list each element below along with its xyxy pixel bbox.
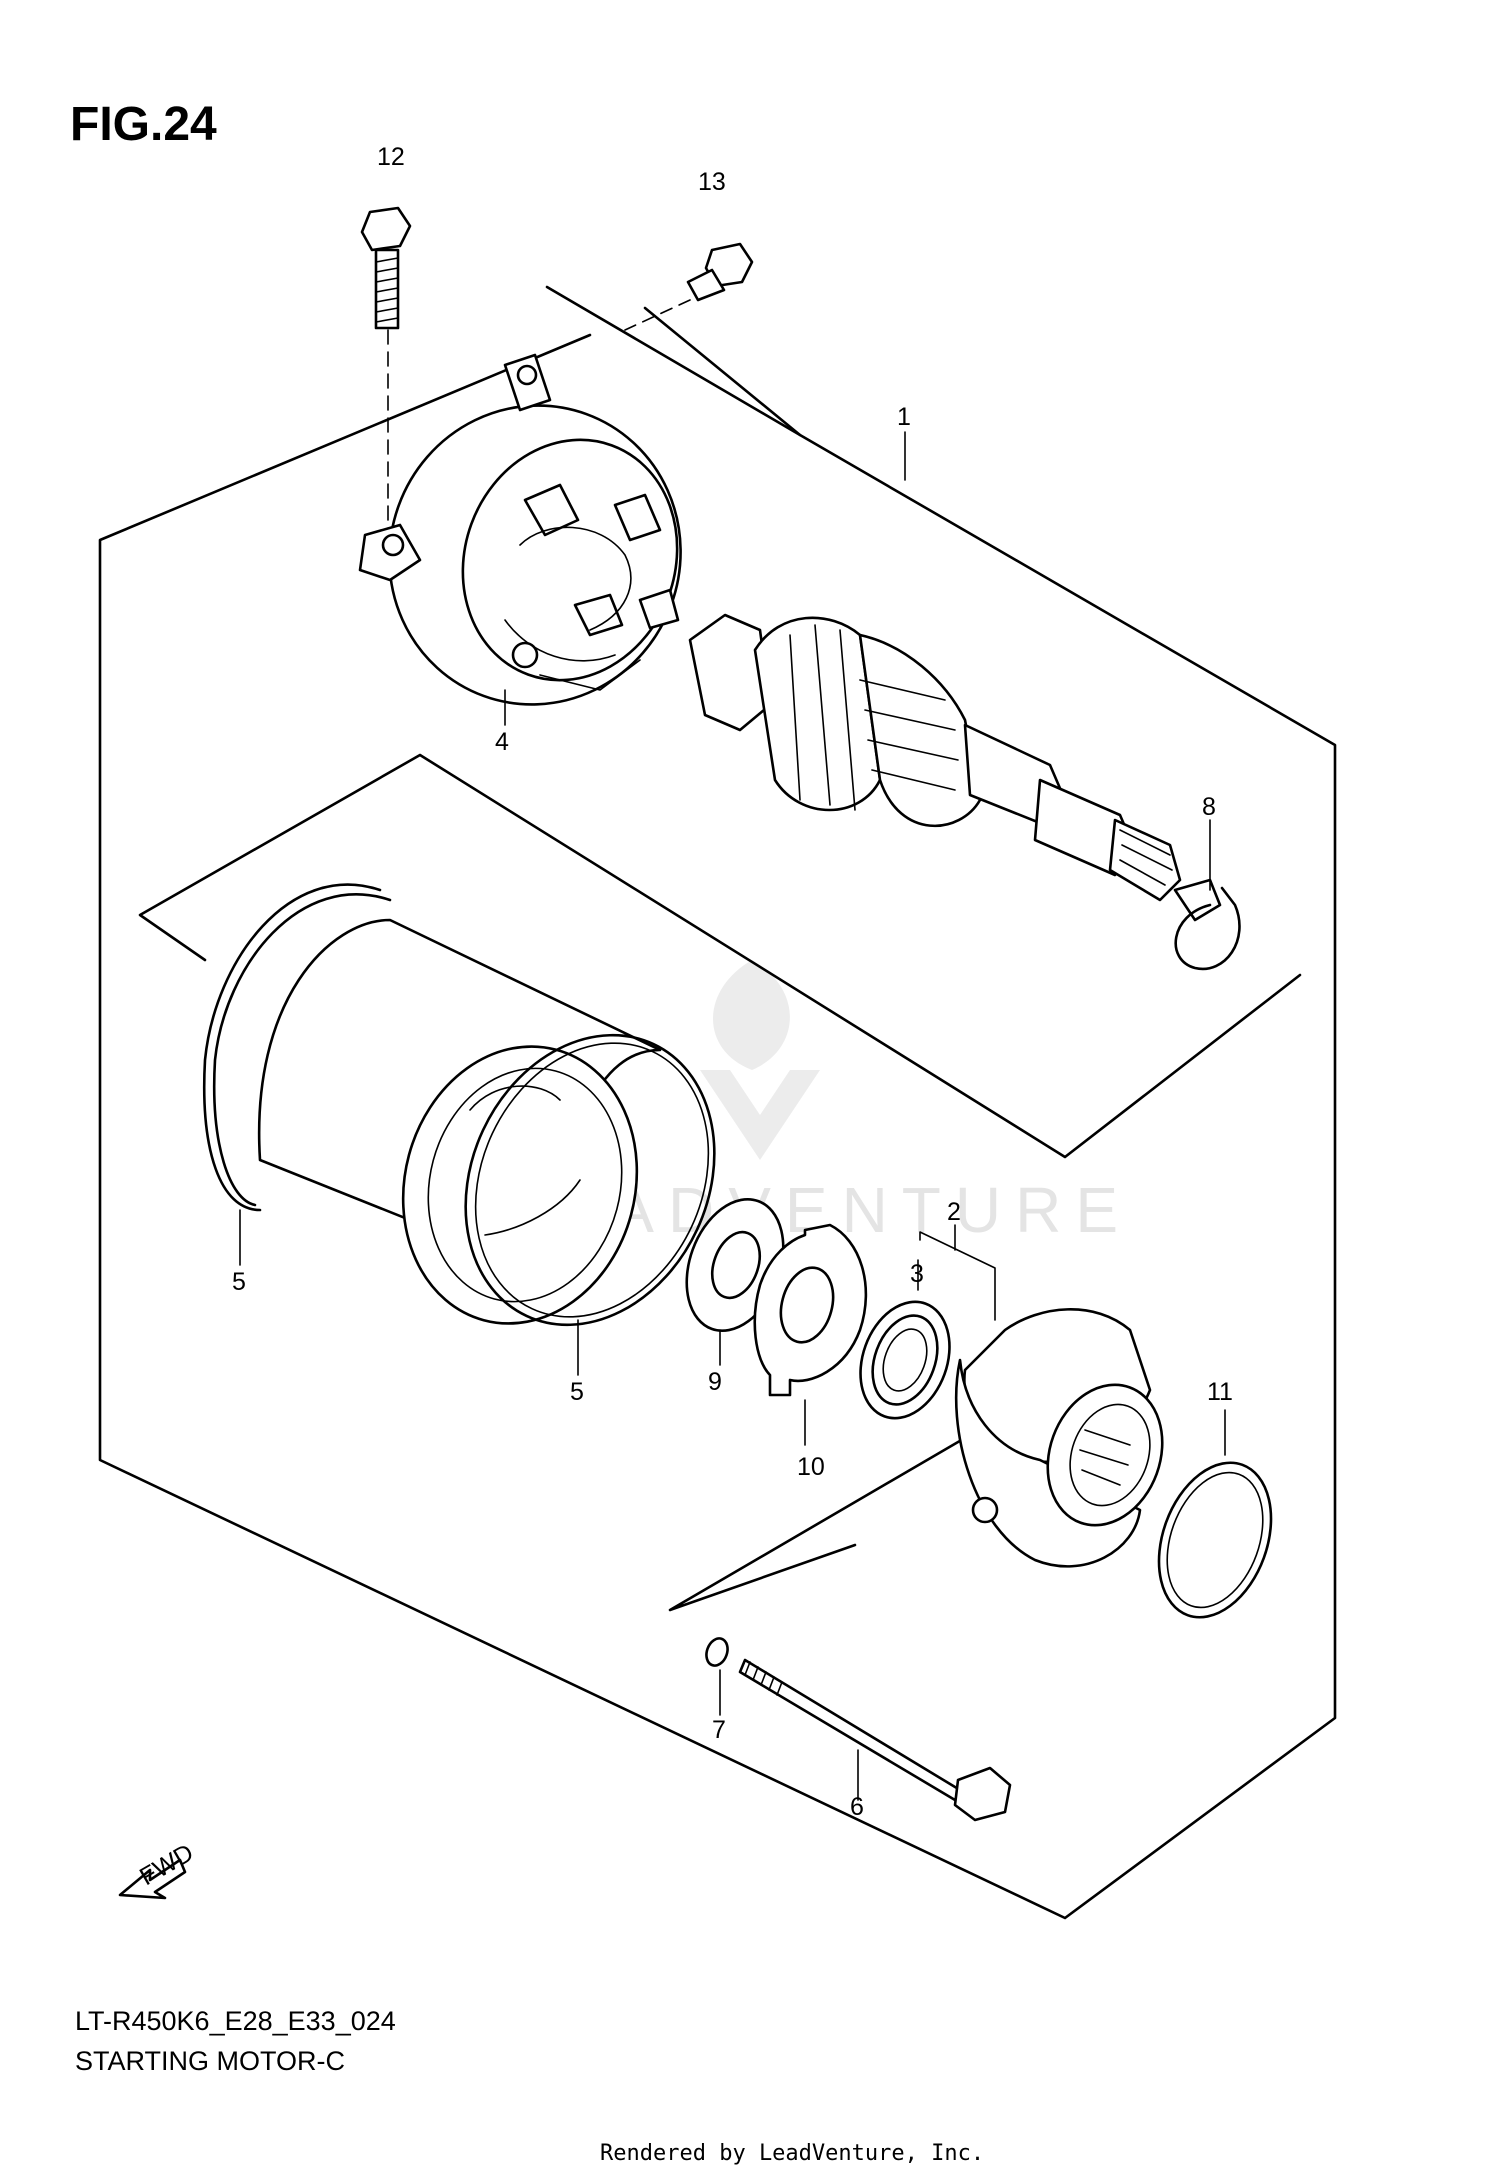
through-bolt-part — [738, 1658, 1012, 1822]
assembly-boundary — [98, 285, 1337, 1920]
callout-10: 9 — [708, 1368, 722, 1396]
callout-5-left: 5 — [232, 1268, 246, 1296]
terminal-screw-part — [624, 242, 754, 331]
o-ring-front-part — [1157, 1409, 1273, 1619]
front-bracket-part — [919, 1224, 1164, 1568]
callout-3: 3 — [910, 1260, 924, 1288]
callout-8: 8 — [1202, 793, 1216, 821]
callout-labels: 12 13 1 4 8 5 5 2 3 9 10 11 7 6 — [232, 143, 1233, 1821]
lock-washer-part — [753, 1223, 868, 1446]
diagram-name: STARTING MOTOR-C — [75, 2046, 345, 2076]
mounting-bolt-part — [360, 206, 412, 541]
forward-direction-arrow: FWD — [118, 1838, 198, 1900]
figure-title: FIG.24 — [70, 98, 217, 151]
circlip-part — [1174, 819, 1241, 971]
o-ring-left-part — [203, 883, 392, 1266]
armature-part — [688, 613, 1222, 922]
render-credit: Rendered by LeadVenture, Inc. — [600, 2141, 984, 2166]
callout-6: 6 — [850, 1793, 864, 1821]
callout-7: 7 — [712, 1716, 726, 1744]
oil-seal-part — [859, 1259, 951, 1420]
callout-1: 1 — [897, 403, 911, 431]
bolt-group-boundary — [668, 1398, 1032, 1612]
washer-part — [705, 1637, 729, 1716]
callout-12: 12 — [377, 143, 405, 171]
callout-2: 2 — [947, 1198, 961, 1226]
callout-13: 13 — [698, 168, 726, 196]
callout-5-right: 5 — [570, 1378, 584, 1406]
callout-4: 4 — [495, 728, 509, 756]
yoke-housing-part — [257, 918, 662, 1325]
o-ring-right-part — [464, 1033, 716, 1376]
callout-9: 10 — [797, 1453, 825, 1481]
rear-brush-holder-part — [358, 353, 682, 726]
model-code: LT-R450K6_E28_E33_024 — [75, 2006, 396, 2036]
armature-group-boundary — [138, 753, 1302, 1159]
callout-11: 11 — [1207, 1378, 1233, 1406]
